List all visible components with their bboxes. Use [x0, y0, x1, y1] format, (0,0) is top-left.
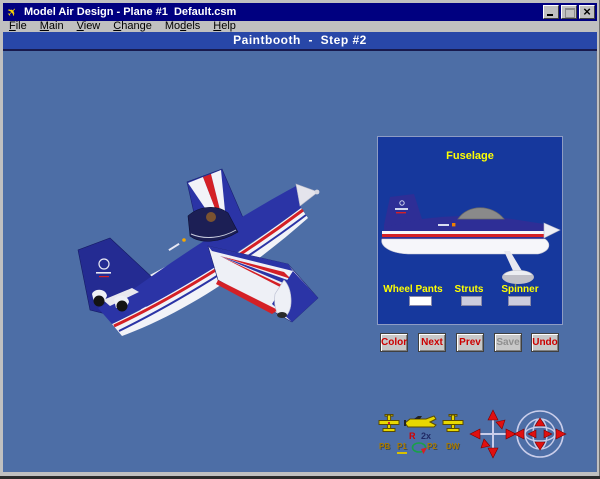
p1-mode-label[interactable]: P1 [397, 442, 407, 454]
window-border-bottom [0, 476, 600, 479]
menu-item-file[interactable]: File [9, 20, 27, 32]
page-title: Paintbooth - Step #2 [3, 32, 597, 51]
undo-button[interactable]: Undo [531, 333, 559, 352]
x2-label: 2x [421, 431, 432, 441]
maximize-icon[interactable] [561, 5, 577, 19]
minimize-icon[interactable] [543, 5, 559, 19]
pb-mode-label[interactable]: PB [379, 442, 391, 451]
p2-mode-label[interactable]: P2 [427, 442, 437, 451]
wheel-pants-label: Wheel Pants [383, 284, 443, 295]
menu-item-help[interactable]: Help [213, 20, 236, 32]
downwind-view-icon[interactable] [442, 414, 464, 434]
r-label: R [409, 431, 416, 441]
struts-swatch[interactable] [461, 296, 482, 306]
fuselage-side-view [381, 194, 561, 284]
rotate-view-icon[interactable] [404, 415, 438, 431]
struts-label: Struts [454, 284, 484, 295]
spinner-swatch[interactable] [508, 296, 531, 306]
paint-panel: Fuselage Wheel Pants [377, 136, 563, 325]
wheel-pants-swatch[interactable] [409, 296, 432, 306]
close-icon[interactable] [579, 4, 595, 19]
menu-item-change[interactable]: Change [113, 20, 152, 32]
prev-button[interactable]: Prev [456, 333, 484, 352]
panel-title: Fuselage [446, 150, 494, 162]
menu-bar: File Main View Change Models Help [3, 21, 597, 32]
save-button[interactable]: Save [494, 333, 522, 352]
menu-item-main[interactable]: Main [39, 20, 64, 32]
paintbooth-canvas: Fuselage Wheel Pants [3, 51, 597, 472]
menu-item-view[interactable]: View [76, 20, 101, 32]
spinner-label: Spinner [501, 284, 539, 295]
orbit-control-icon[interactable] [512, 407, 568, 461]
dw-mode-label[interactable]: DW [446, 442, 460, 451]
pan-control-icon[interactable] [468, 408, 518, 460]
color-button[interactable]: Color [380, 333, 408, 352]
title-bar: ✈ Model Air Design - Plane #1 Default.cs… [3, 3, 597, 21]
paintbooth-view-icon[interactable] [378, 414, 400, 434]
rotate-small-icon[interactable] [411, 441, 427, 455]
next-button[interactable]: Next [418, 333, 446, 352]
airplane-3d-view [77, 168, 320, 336]
window-title: Model Air Design - Plane #1 Default.csm [24, 6, 237, 18]
menu-item-models[interactable]: Models [164, 20, 201, 32]
